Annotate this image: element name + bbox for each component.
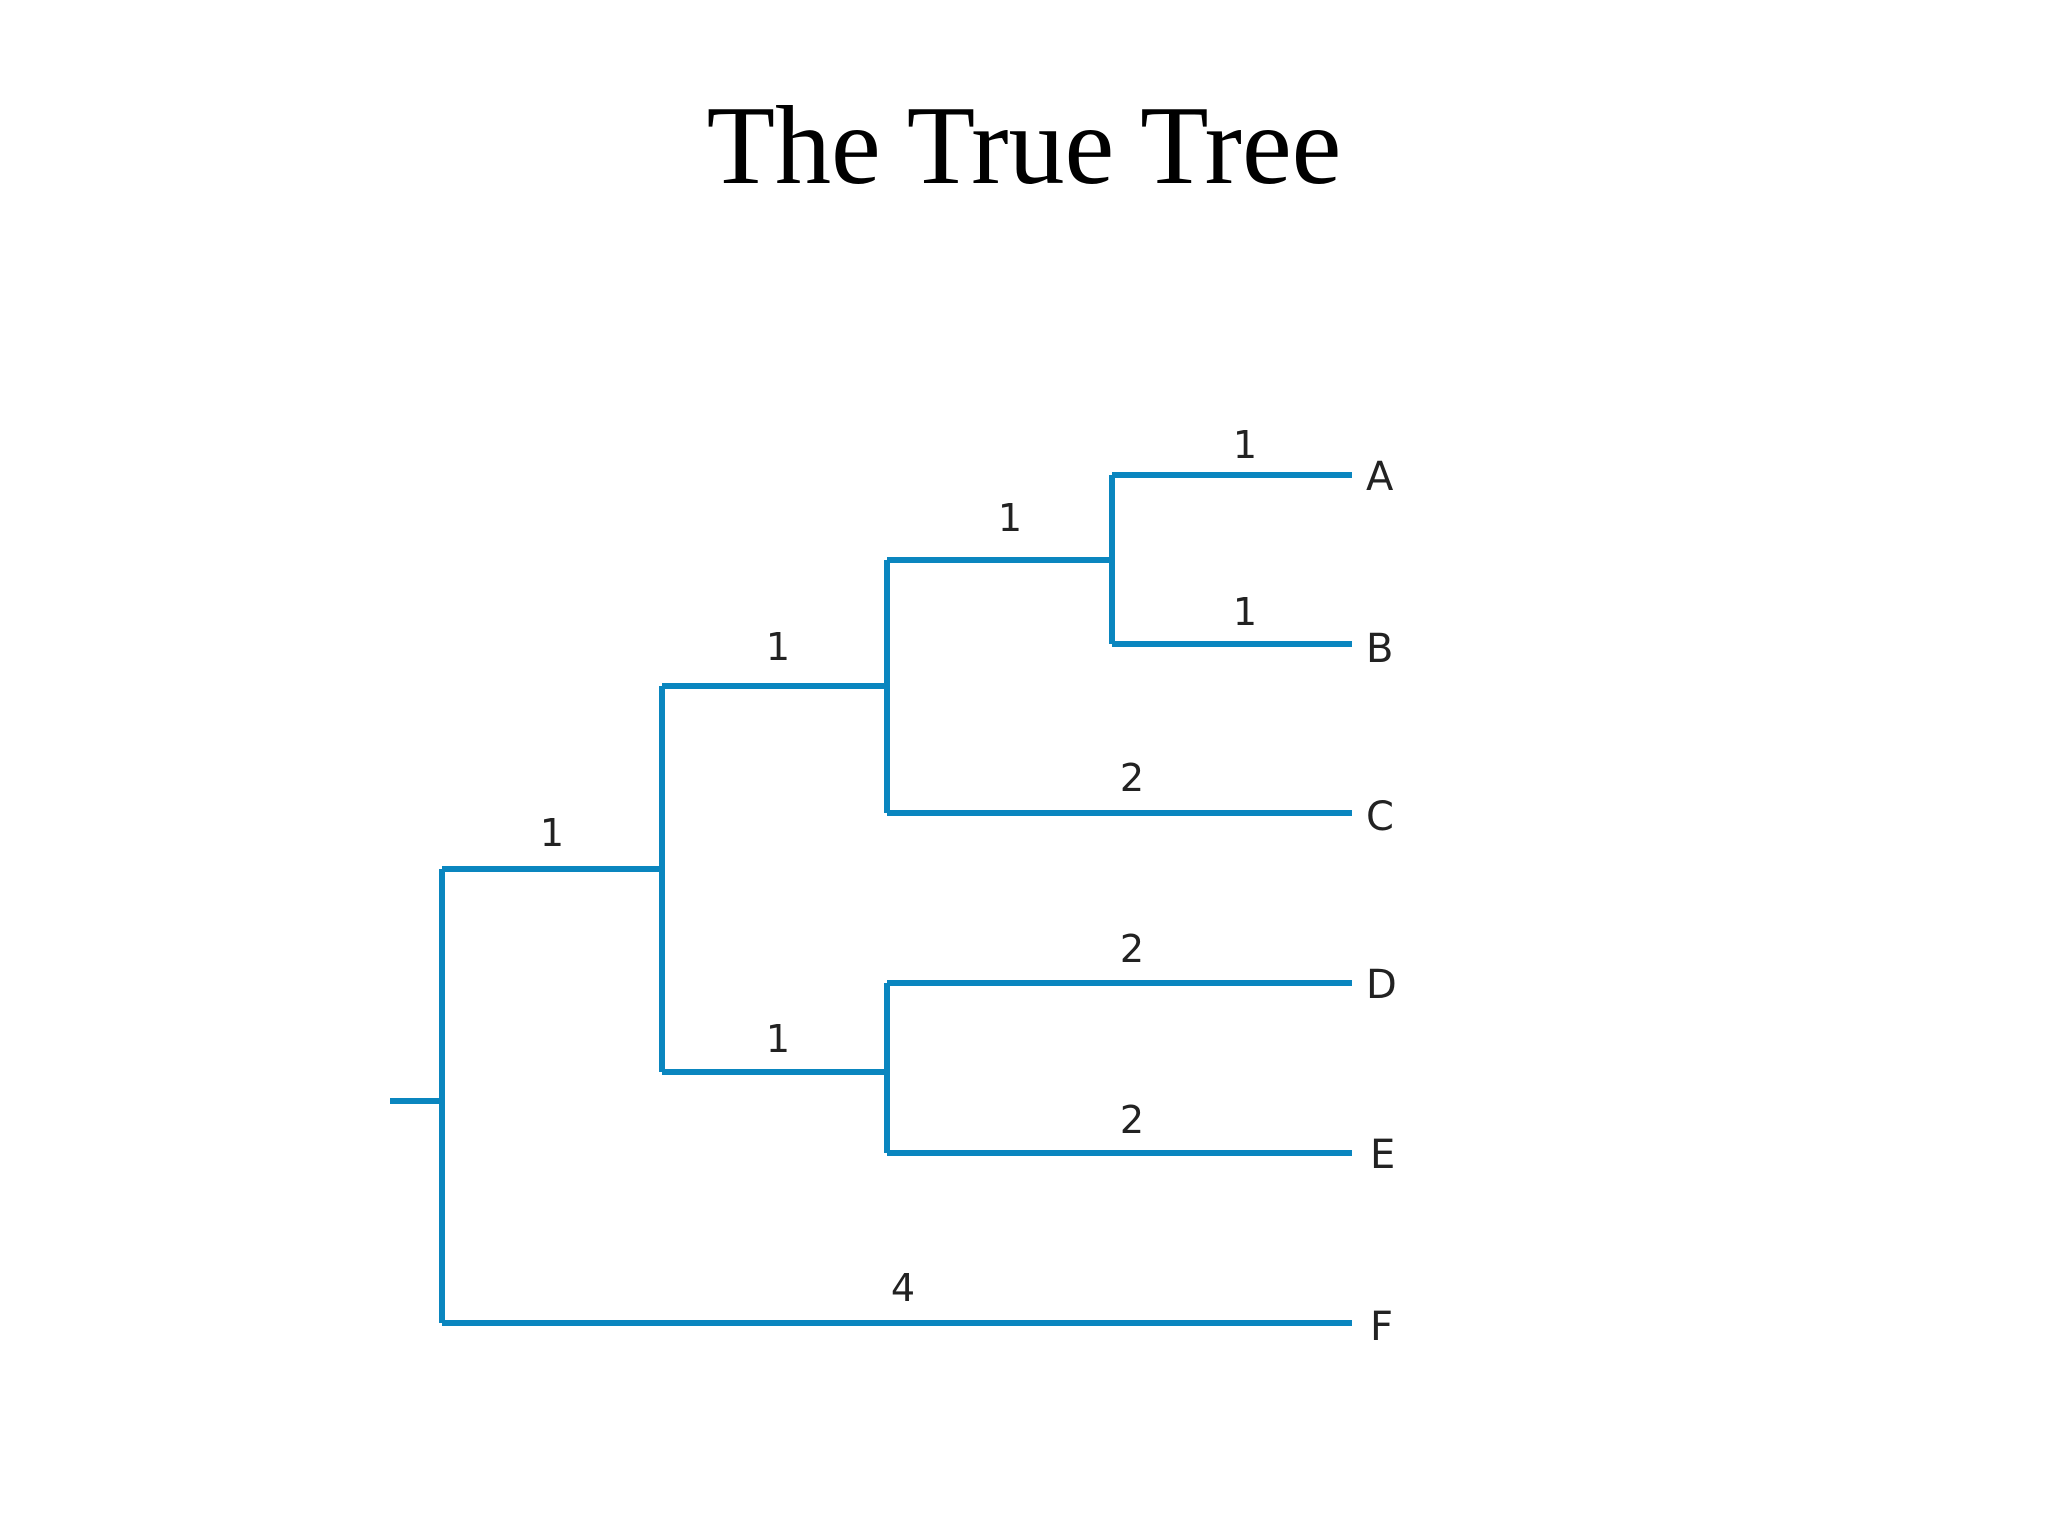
- edge-label-DE-to-D: 2: [1120, 927, 1144, 971]
- edge-label-ABCDE-to-ABC: 1: [766, 625, 790, 669]
- leaf-label-D: D: [1366, 962, 1397, 1008]
- leaf-label-F: F: [1370, 1304, 1393, 1350]
- edge-label-ABC-to-AB: 1: [998, 496, 1022, 540]
- leaf-label-E: E: [1370, 1132, 1395, 1178]
- edge-label-AB-to-B: 1: [1233, 590, 1257, 634]
- leaf-label-B: B: [1366, 626, 1393, 672]
- edge-label-root-to-ABCDE: 1: [540, 811, 564, 855]
- page-title: The True Tree: [706, 84, 1342, 208]
- edge-label-DE-to-E: 2: [1120, 1098, 1144, 1142]
- edge-label-ABC-to-C: 2: [1120, 756, 1144, 800]
- edge-label-ABCDE-to-DE: 1: [766, 1017, 790, 1061]
- leaf-label-A: A: [1366, 454, 1394, 500]
- edge-label-root-to-F: 4: [891, 1266, 915, 1310]
- edge-label-AB-to-A: 1: [1233, 423, 1257, 467]
- leaf-label-C: C: [1366, 794, 1394, 840]
